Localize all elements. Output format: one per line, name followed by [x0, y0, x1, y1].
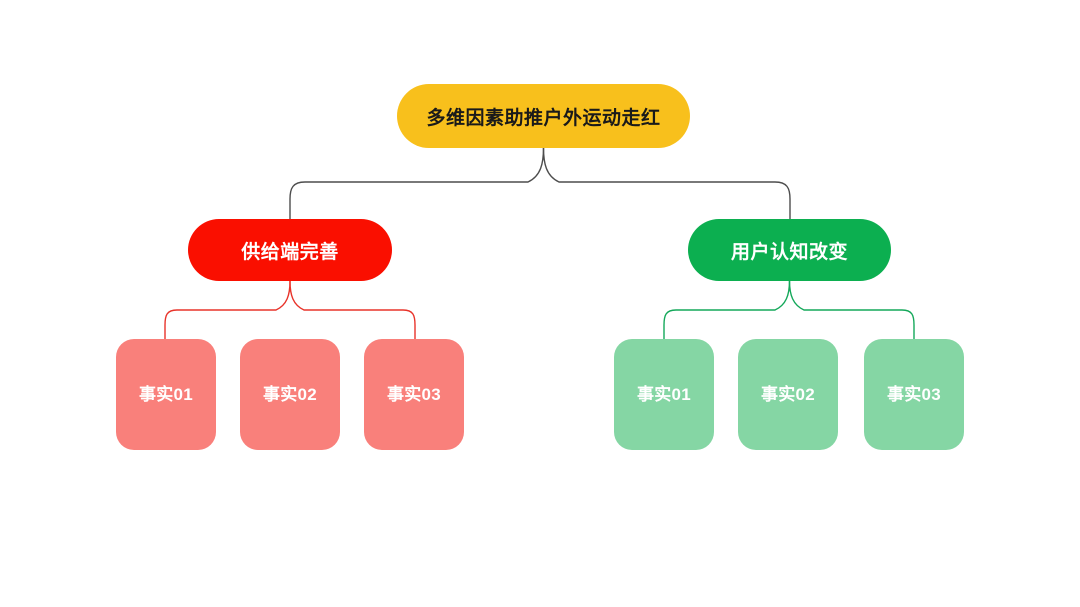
root-node[interactable]: 多维因素助推户外运动走红 — [397, 84, 690, 148]
branch-node-user-perception[interactable]: 用户认知改变 — [688, 219, 891, 281]
root-connector-right — [542, 147, 791, 220]
branch-node-supply-side[interactable]: 供给端完善 — [188, 219, 392, 281]
leaf-card-left-2[interactable]: 事实02 — [240, 339, 340, 450]
right-branch-connector-left — [663, 280, 791, 340]
leaf-card-right-3[interactable]: 事实03 — [864, 339, 964, 450]
root-connector-group — [289, 147, 791, 220]
left-branch-connector-left — [164, 280, 291, 340]
root-connector-left — [289, 147, 545, 220]
left-branch-connector-right — [289, 280, 416, 340]
right-branch-connector-right — [788, 280, 915, 340]
leaf-card-right-1[interactable]: 事实01 — [614, 339, 714, 450]
leaf-card-right-2[interactable]: 事实02 — [738, 339, 838, 450]
leaf-card-left-1[interactable]: 事实01 — [116, 339, 216, 450]
left-branch-connector-group — [164, 280, 416, 340]
leaf-card-left-3[interactable]: 事实03 — [364, 339, 464, 450]
right-branch-connector-group — [663, 280, 915, 340]
